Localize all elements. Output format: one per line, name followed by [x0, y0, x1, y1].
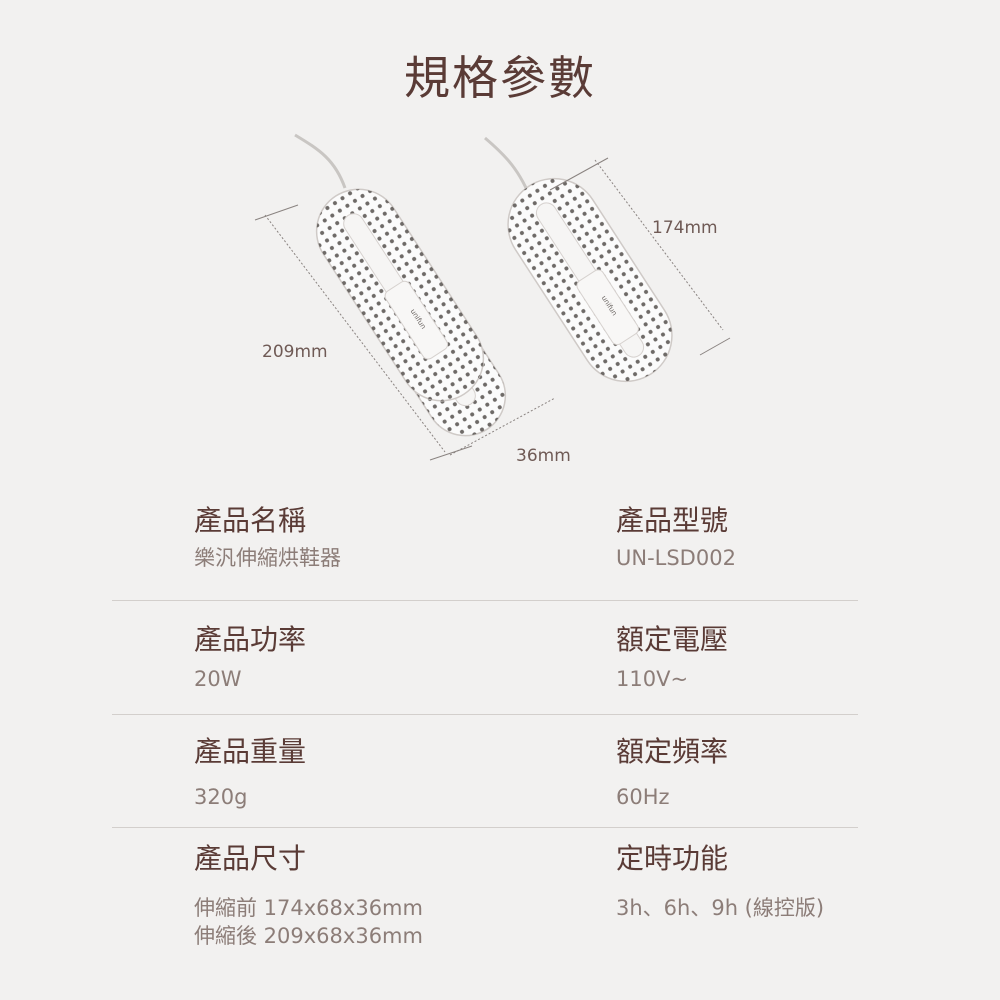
- spec-label: 產品尺寸: [194, 842, 307, 875]
- spec-row: 產品重量 320g 額定頻率 60Hz: [112, 715, 858, 828]
- spec-row: 產品功率 20W 額定電壓 110V~: [112, 601, 858, 715]
- dimension-lines: [254, 157, 731, 461]
- dimension-label-174: 174mm: [652, 218, 718, 238]
- spec-value: 320g: [194, 784, 248, 809]
- dryer-retracted: unifun: [507, 177, 673, 383]
- shoe-dryer-drawing: unifun unifun: [254, 133, 731, 461]
- spec-value: 110V~: [616, 666, 689, 691]
- page-title: 規格參數: [404, 51, 596, 105]
- spec-weight: 產品重量 320g: [194, 735, 306, 811]
- spec-dimensions: 產品尺寸 伸縮前 174x68x36mm 伸縮後 209x68x36mm: [194, 842, 423, 950]
- spec-frequency: 額定頻率 60Hz: [616, 735, 728, 811]
- spec-table: 產品名稱 樂汎伸縮烘鞋器 產品型號 UN-LSD002 產品功率 20W 額定電…: [112, 492, 858, 968]
- spec-label: 額定電壓: [616, 623, 729, 656]
- spec-value-after: 伸縮後 209x68x36mm: [194, 923, 423, 948]
- dryer-extended: unifun: [315, 188, 507, 437]
- spec-value-before: 伸縮前 174x68x36mm: [194, 895, 423, 920]
- spec-product-name: 產品名稱 樂汎伸縮烘鞋器: [194, 504, 341, 572]
- product-illustration: unifun unifun: [240, 130, 760, 480]
- spec-power: 產品功率 20W: [194, 623, 306, 693]
- spec-value: 樂汎伸縮烘鞋器: [194, 545, 341, 570]
- spec-value: 60Hz: [616, 784, 670, 809]
- spec-model: 產品型號 UN-LSD002: [616, 504, 736, 572]
- spec-value: UN-LSD002: [616, 545, 736, 570]
- dimension-label-36: 36mm: [516, 446, 571, 466]
- spec-label: 產品重量: [194, 735, 307, 768]
- dimension-label-209: 209mm: [262, 342, 328, 362]
- spec-row: 產品尺寸 伸縮前 174x68x36mm 伸縮後 209x68x36mm 定時功…: [112, 828, 858, 968]
- spec-timer: 定時功能 3h、6h、9h (線控版): [616, 842, 824, 922]
- spec-value: 3h、6h、9h (線控版): [616, 895, 825, 920]
- spec-row: 產品名稱 樂汎伸縮烘鞋器 產品型號 UN-LSD002: [112, 492, 858, 601]
- spec-value: 20W: [194, 666, 242, 691]
- spec-label: 產品名稱: [194, 504, 307, 537]
- spec-label: 產品型號: [616, 504, 729, 537]
- spec-label: 額定頻率: [616, 735, 729, 768]
- spec-voltage: 額定電壓 110V~: [616, 623, 728, 693]
- spec-label: 定時功能: [616, 842, 729, 875]
- spec-label: 產品功率: [194, 623, 307, 656]
